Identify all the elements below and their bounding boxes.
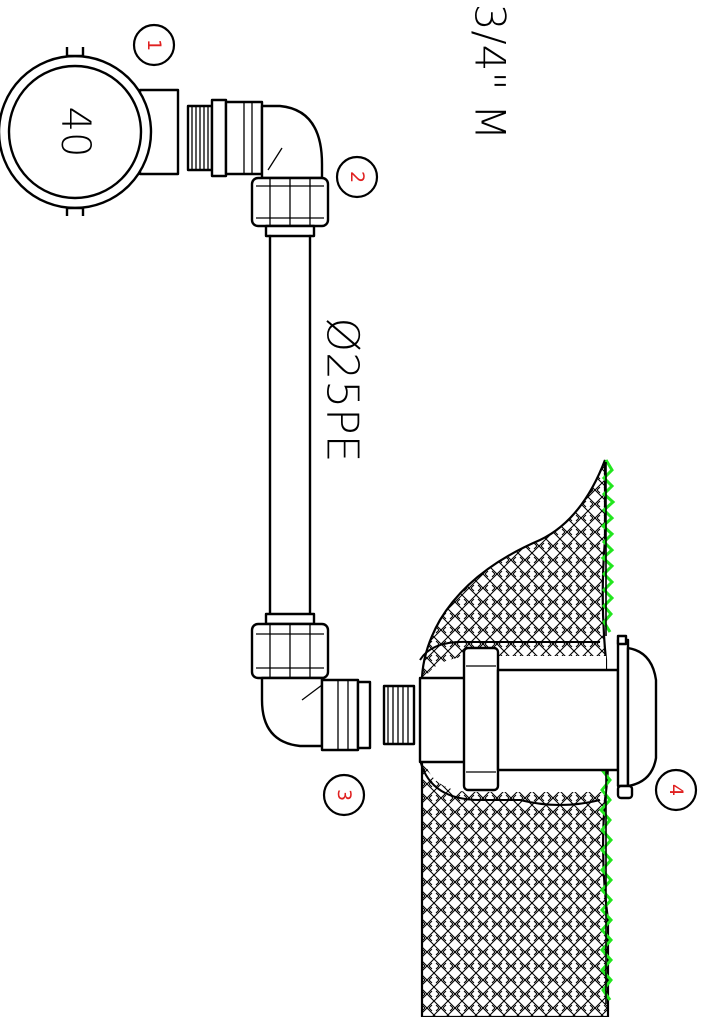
svg-text:1: 1 — [143, 39, 165, 51]
svg-text:4: 4 — [665, 784, 687, 796]
callout-4: 4 — [654, 768, 698, 812]
thread-spec-label: 3/4" M — [466, 4, 515, 141]
water-meter-icon: 40 — [0, 47, 180, 216]
callout-2: 2 — [335, 155, 379, 199]
callout-1: 1 — [132, 23, 176, 67]
svg-text:3: 3 — [333, 789, 355, 801]
meter-size-label: 40 — [52, 107, 98, 158]
elbow-fitting-icon — [250, 612, 416, 752]
callout-3: 3 — [322, 773, 366, 817]
pe-pipe: Ø25PE — [268, 234, 368, 626]
valve-box-icon — [418, 634, 658, 800]
svg-text:2: 2 — [346, 171, 368, 183]
elbow-fitting-icon — [186, 98, 330, 238]
grass-icon — [598, 459, 616, 1004]
pipe-spec-label: Ø25PE — [317, 318, 368, 463]
